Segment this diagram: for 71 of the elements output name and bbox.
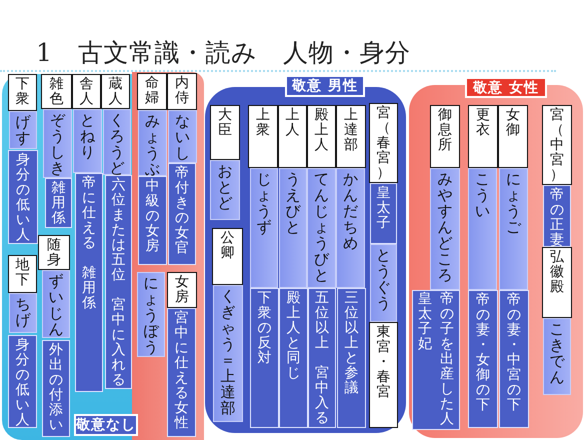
meaning-box: 帝の正妻 [543,185,571,247]
meaning-box: 雑用係 [45,178,72,228]
term-box: 内侍 [167,73,197,110]
category-label: 敬意 男性 [285,75,365,97]
reading-box: とねり [73,109,102,173]
meaning-box: 中級の女房 [138,176,167,265]
title: 1 古文常識・読み 人物・身分 [36,37,410,68]
meaning-box: 宮中に仕える女性 [167,308,196,437]
term-box: 宮（中宮） [542,105,572,185]
category-label: 敬意なし [74,414,138,436]
term-box: 宮（春宮） [369,103,398,183]
meaning-box: 帝の子を出産した人皇太子妃 [412,290,460,430]
reading-box: げす [9,111,37,149]
term-box: 下衆 [8,74,37,111]
reading-box: ずいじん [42,270,70,338]
reading-box: にょうご [499,168,528,290]
term-box: 女御 [498,105,528,168]
reading-box: みやすんどころ [430,168,460,290]
reading-box: ちげ [9,293,37,333]
meaning-box: 外出の付添い [42,340,70,437]
meaning-text: 六位または五位 [110,178,126,283]
meaning-text: 五位以上 [314,291,330,351]
term-box: 随身 [38,235,70,270]
reading-box: ないし [168,110,197,163]
meaning-box: 殿上人と同じ [279,288,308,428]
term-box: 地下 [8,255,37,293]
meaning-text: 雑用係 [81,266,97,311]
reading-box: てんじょうびと [307,168,336,288]
meaning-box: 帝の妻・女御の下 [468,290,498,428]
reading-box: にょうぼう [137,272,165,357]
meaning-box [105,175,132,389]
meaning-box: 三位以上と参議 [337,288,366,428]
term-box: 更衣 [468,105,498,168]
reading-box: くぎゃう＝上達部 [213,285,243,422]
reading-box: とうぐう [370,244,397,322]
reading-box: くろうど [103,109,131,175]
meaning-box: 身分の低い人 [8,150,38,244]
meaning-box: 皇太子 [370,183,397,244]
meaning-box: 身分の低い人 [8,335,37,428]
meaning-text: 宮中に入れる [110,298,126,388]
term-box: 東宮・春宮 [369,322,398,428]
reading-box: みょうぶ [138,110,167,176]
term-box: 命婦 [137,73,167,110]
reading-box: うえびと [279,168,307,288]
category-panel [132,72,204,440]
meaning-box: 帝付きの女官 [168,163,196,265]
meaning-box: 下衆の反対 [250,288,279,428]
meaning-box [308,288,336,428]
meaning-box: 帝の妻・中宮の下 [499,290,529,428]
meaning-text: 宮中入る [314,366,330,426]
term-box: 蔵人 [101,74,130,109]
term-box: 上達部 [336,105,366,168]
meaning-text: 帝に仕える [81,176,97,251]
reading-box: こうい [468,168,497,290]
reading-box: おとど [210,160,240,220]
term-box: 大臣 [210,105,240,160]
term-box: 上衆 [248,105,278,168]
term-box: 公卿 [212,228,243,285]
term-box: 女房 [167,272,197,308]
term-box: 上人 [278,105,307,168]
term-box: 雑色 [41,74,72,109]
term-box: 弘徽殿 [542,247,572,318]
reading-box: ぞうしき [43,109,72,178]
term-box: 御息所 [430,105,460,168]
reading-box: かんだちめ [336,168,365,288]
category-label: 敬意 女性 [465,77,547,98]
reading-box: じょうず [250,168,278,288]
term-box: 殿上人 [307,105,336,168]
reading-box: こきでん [543,318,571,395]
meaning-box [75,173,103,392]
term-box: 舎人 [72,74,101,109]
